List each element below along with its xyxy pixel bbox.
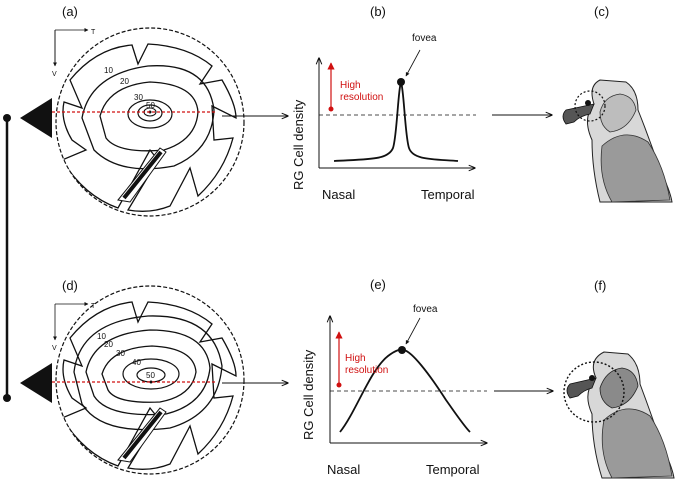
y-axis-label-top: RG Cell density — [291, 99, 306, 190]
eye-triangle-top — [20, 98, 52, 138]
hawk-illustration-top — [562, 79, 673, 203]
x-axis-label-nasal-top: Nasal — [322, 187, 355, 202]
contour-label-30-bottom: 30 — [116, 349, 125, 358]
axis-v-bottom: V — [52, 345, 57, 352]
axis-v-top: V — [52, 71, 57, 78]
contour-label-10-top: 10 — [104, 66, 113, 75]
panel-label-c: (c) — [594, 4, 609, 19]
panel-label-a: (a) — [62, 4, 78, 19]
retina-top: T V 10 20 30 50 — [52, 27, 245, 217]
fovea-label-top: fovea — [412, 33, 437, 44]
axis-t-top: T — [91, 29, 96, 36]
panel-label-f: (f) — [594, 278, 606, 293]
contour-label-30-top: 30 — [134, 93, 143, 102]
fovea-peak-bottom — [398, 346, 406, 354]
high-resolution-note-1-bottom: High — [345, 353, 366, 364]
retina-bottom: T V 10 20 30 40 50 — [52, 285, 245, 475]
panel-label-e: (e) — [370, 277, 386, 292]
contour-label-10-bottom: 10 — [97, 332, 106, 341]
high-resolution-note-2-bottom: resolution — [345, 365, 388, 376]
graph-top: fovea High resolution RG Cell density Na… — [291, 33, 476, 202]
panel-label-d: (d) — [62, 278, 78, 293]
retina-outline-top — [55, 27, 245, 217]
visual-field-bar — [3, 98, 52, 403]
axis-t-bottom: T — [91, 303, 96, 310]
contour-label-40-bottom: 40 — [132, 358, 141, 367]
high-resolution-note-2-top: resolution — [340, 92, 383, 103]
contour-label-20-bottom: 20 — [104, 340, 113, 349]
visual-field-circle-bottom — [563, 361, 625, 423]
high-resolution-note-1-top: High — [340, 80, 361, 91]
fovea-label-bottom: fovea — [413, 304, 438, 315]
y-axis-label-bottom: RG Cell density — [301, 349, 316, 440]
graph-bottom: fovea High resolution RG Cell density Na… — [301, 304, 487, 477]
hawk-illustration-bottom — [563, 351, 675, 479]
contour-label-50-top: 50 — [146, 101, 155, 110]
x-axis-label-nasal-bottom: Nasal — [327, 462, 360, 477]
fovea-peak-top — [397, 78, 405, 86]
contour-label-20-top: 20 — [120, 77, 129, 86]
visual-field-circle-top — [574, 90, 606, 122]
x-axis-label-temporal-bottom: Temporal — [426, 462, 480, 477]
x-axis-label-temporal-top: Temporal — [421, 187, 475, 202]
panel-label-b: (b) — [370, 4, 386, 19]
retina-outline-bottom — [55, 285, 245, 475]
eye-triangle-bottom — [20, 363, 52, 403]
contour-label-50-bottom: 50 — [146, 371, 155, 380]
